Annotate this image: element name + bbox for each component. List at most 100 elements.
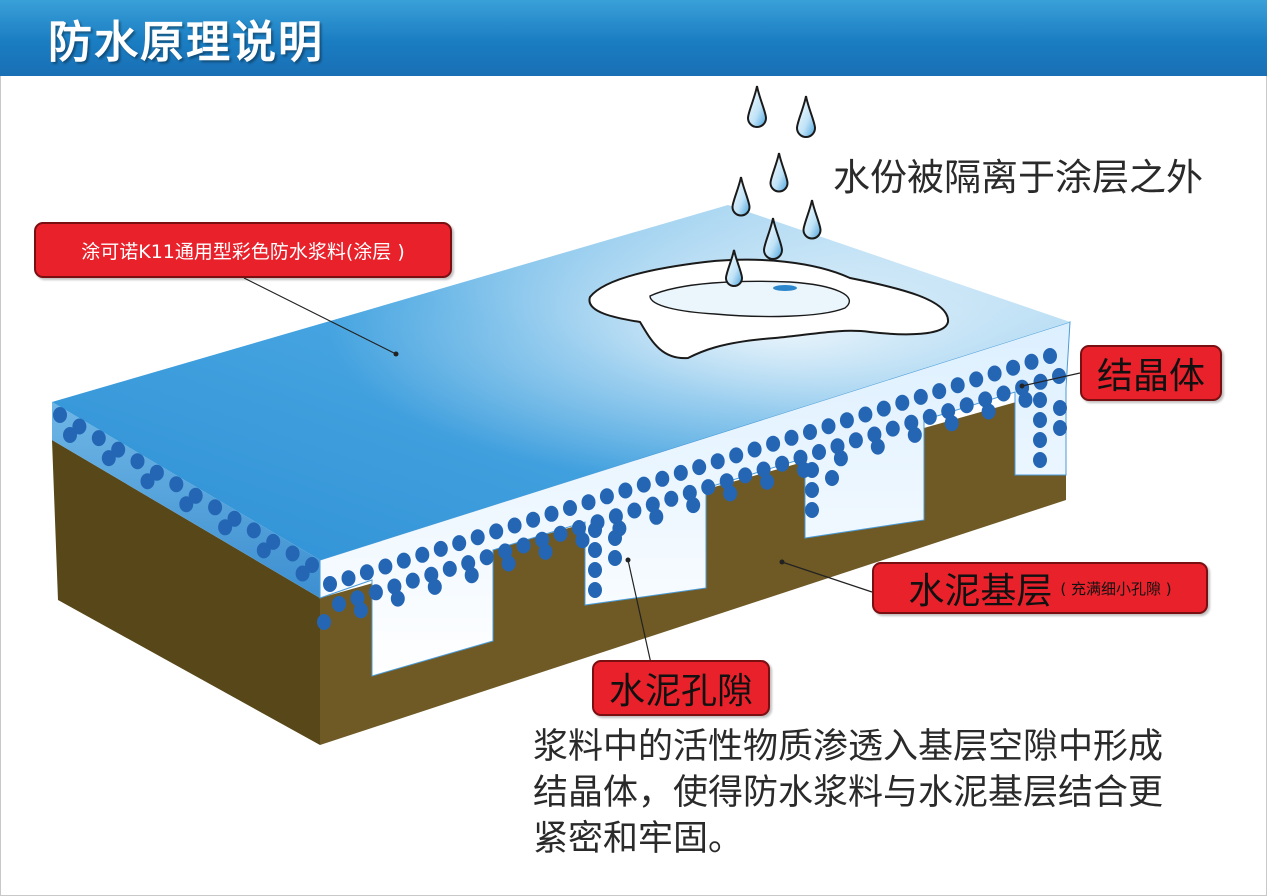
crystal-particle-icon [870, 438, 885, 455]
cement-label: 水泥基层 ( 充满细小孔隙 ) [872, 562, 1208, 614]
crystal-particle-icon [729, 447, 744, 464]
crystal-particle-icon [608, 530, 622, 546]
crystal-particle-icon [246, 522, 261, 539]
crystal-particle-icon [317, 614, 331, 630]
cement-label-subtext: ( 充满细小孔隙 ) [1060, 579, 1172, 598]
crystal-particle-icon [256, 542, 271, 559]
crystal-particle-icon [876, 400, 891, 417]
crystal-particle-icon [368, 584, 383, 601]
crystal-particle-icon [464, 567, 479, 584]
crystal-particle-icon [101, 450, 116, 467]
description: 浆料中的活性物质渗透入基层空隙中形成 结晶体，使得防水浆料与水泥基层结合更 紧密… [533, 724, 1223, 862]
water-drop-icon [762, 217, 784, 260]
crystal-particle-icon [285, 545, 300, 562]
crystal-particle-icon [227, 510, 242, 527]
crystal-particle-icon [719, 473, 734, 490]
crystal-particle-icon [208, 499, 223, 516]
crystal-particle-icon [169, 476, 184, 493]
crystal-particle-icon [179, 496, 194, 513]
crystal-particle-icon [987, 365, 1002, 382]
crystal-particle-icon [775, 455, 790, 472]
crystal-particle-icon [295, 565, 310, 582]
crystal-particle-icon [867, 426, 882, 443]
crystal-particle-icon [498, 543, 513, 560]
crystal-particle-icon [932, 383, 947, 400]
crystal-particle-icon [353, 602, 368, 619]
crystal-particle-icon [805, 462, 819, 478]
crystal-particle-icon [627, 502, 642, 519]
crystal-particle-icon [415, 546, 430, 563]
water-drop-icon [769, 152, 789, 193]
crystal-particle-icon [784, 429, 799, 446]
crystal-particle-icon [396, 552, 411, 569]
crystal-particle-icon [760, 473, 775, 490]
crystal-particle-icon [608, 508, 623, 525]
crystal-particle-icon [489, 523, 504, 540]
crystal-particle-icon [501, 555, 516, 572]
crystal-particle-icon [692, 459, 707, 476]
crystal-particle-icon [535, 531, 550, 548]
crystal-particle-icon [812, 444, 826, 460]
crystal-particle-icon [825, 470, 839, 486]
crystal-particle-icon [803, 424, 817, 440]
crystal-particle-icon [833, 450, 848, 467]
crystal-particle-icon [266, 533, 281, 550]
crystal-particle-icon [188, 487, 203, 504]
crystal-particle-icon [686, 497, 701, 514]
pore-label: 水泥孔隙 [592, 660, 770, 716]
crystal-particle-icon [341, 570, 356, 587]
crystal-particle-icon [895, 394, 910, 411]
crystal-particle-icon [599, 488, 614, 505]
description-line-1: 浆料中的活性物质渗透入基层空隙中形成 [533, 727, 1164, 767]
pore-label-text: 水泥孔隙 [608, 671, 753, 712]
crystal-particle-icon [433, 540, 448, 557]
water-drop-icon [802, 199, 822, 240]
crystal-particle-icon [1043, 348, 1057, 364]
crystal-particle-icon [378, 558, 393, 575]
crystal-particle-icon [1053, 420, 1067, 436]
crystal-particle-icon [618, 482, 633, 499]
crystal-particle-icon [682, 484, 697, 501]
crystal-particle-icon [922, 408, 937, 425]
crystal-particle-icon [526, 511, 541, 528]
crystal-particle-icon [1033, 412, 1047, 428]
crystal-particle-icon [1033, 432, 1047, 448]
crystal-particle-icon [655, 470, 670, 487]
crystal-particle-icon [950, 377, 965, 394]
description-line-2: 结晶体，使得防水浆料与水泥基层结合更 [533, 773, 1164, 813]
water-drops [724, 85, 822, 287]
crystal-particle-icon [323, 576, 337, 592]
crystal-particle-icon [821, 418, 836, 435]
crystal-particle-icon [461, 555, 476, 572]
crystal-particle-icon [588, 562, 602, 578]
water-drop-icon [746, 85, 768, 128]
crystal-particle-icon [636, 476, 651, 493]
crystal-particle-icon [405, 572, 420, 589]
crystal-particle-icon [91, 430, 106, 447]
crystal-particle-icon [1033, 392, 1047, 408]
crystal-particle-icon [588, 542, 602, 558]
crystal-particle-icon [516, 537, 531, 554]
crystal-particle-icon [359, 564, 374, 581]
crystal-particle-icon [839, 412, 854, 429]
crystal-particle-icon [538, 543, 553, 560]
crystal-particle-icon [701, 479, 716, 496]
crystal-particle-icon [387, 578, 402, 595]
crystal-particle-icon [944, 415, 959, 432]
crystal-particle-icon [710, 453, 725, 470]
crystal-particle-icon [805, 502, 819, 518]
water-drop-icon [731, 176, 751, 217]
crystal-particle-icon [1018, 391, 1033, 408]
cement-label-text: 水泥基层 [908, 571, 1053, 612]
header-bar: 防水原理说明 [0, 0, 1267, 76]
crystal-particle-icon [996, 385, 1011, 402]
crystal-particle-icon [507, 517, 522, 534]
leader-lines [243, 277, 1081, 669]
water-drop-icon [724, 249, 744, 287]
crystal-particle-icon [978, 391, 993, 408]
crystal-particle-icon [332, 596, 346, 612]
crystal-particle-icon [645, 496, 660, 513]
crystal-particle-icon [959, 397, 974, 414]
crystal-particle-icon [572, 520, 586, 536]
